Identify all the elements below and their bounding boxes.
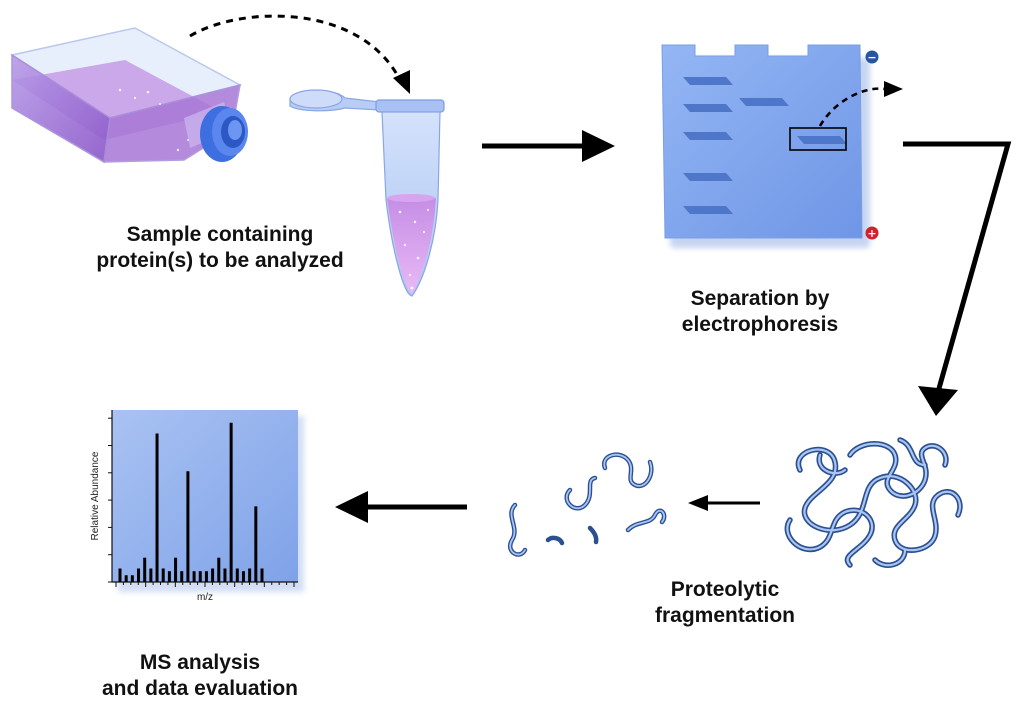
culture-flask-icon	[10, 27, 248, 164]
microtube-icon	[289, 89, 445, 297]
ms-label-line2: and data evaluation	[101, 677, 299, 700]
x-axis-label: m/z	[197, 592, 213, 603]
flask-cap-icon	[200, 106, 248, 162]
gel-icon: − +	[661, 44, 903, 248]
sample-label-line2: protein(s) to be analyzed	[96, 249, 344, 272]
sample-label: Sample containing protein(s) to be analy…	[55, 222, 385, 274]
negative-electrode-icon: −	[865, 50, 879, 64]
positive-electrode-icon: +	[865, 226, 879, 240]
peptide-fragments-icon	[508, 452, 667, 557]
mass-spectrum-chart: m/z Relative Abundance	[90, 410, 304, 603]
arrow-to-ms-icon	[335, 491, 467, 523]
x-axis-ticks	[115, 582, 295, 587]
ms-label-line1: MS analysis	[139, 651, 261, 674]
intact-protein-icon	[784, 437, 963, 568]
fragmentation-label-line2: fragmentation	[654, 604, 795, 627]
svg-text:+: +	[867, 227, 876, 240]
arrow-to-fragments-icon	[688, 495, 760, 511]
svg-text:−: −	[867, 51, 876, 64]
separation-label: Separation by electrophoresis	[640, 286, 880, 338]
excise-band-arrow-icon	[818, 81, 903, 127]
spectrum-peaks	[118, 422, 264, 582]
y-axis-label: Relative Abundance	[90, 451, 101, 540]
sample-label-line1: Sample containing	[126, 223, 314, 246]
separation-label-line1: Separation by	[690, 287, 830, 310]
arrow-to-digest-icon	[903, 141, 1012, 416]
fragmentation-label-line1: Proteolytic	[670, 578, 780, 601]
transfer-arrow-icon	[189, 14, 410, 94]
ms-label: MS analysis and data evaluation	[70, 650, 330, 702]
arrow-to-gel-icon	[482, 130, 615, 162]
separation-label-line2: electrophoresis	[681, 313, 839, 336]
fragmentation-label: Proteolytic fragmentation	[610, 577, 840, 629]
y-axis-ticks	[108, 417, 112, 583]
